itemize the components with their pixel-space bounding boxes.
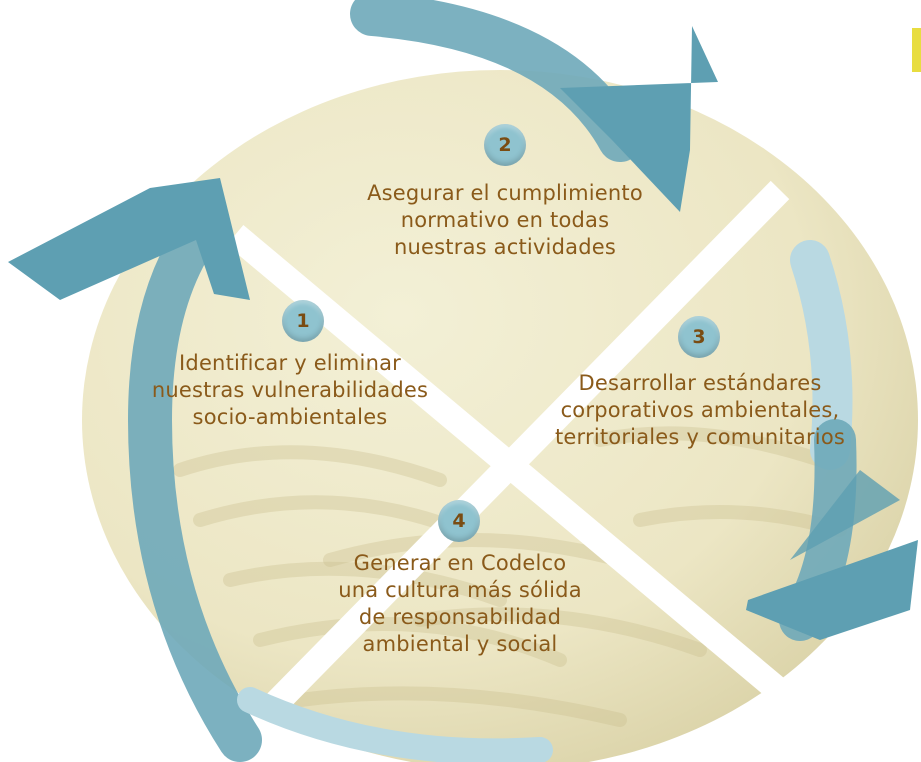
step-label-1: Identificar y eliminar nuestras vulnerab… xyxy=(120,350,460,431)
step-2-line-1: Asegurar el cumplimiento xyxy=(367,181,643,205)
step-label-4: Generar en Codelco una cultura más sólid… xyxy=(320,550,600,658)
arrow-left xyxy=(127,208,262,762)
step-4-line-3: de responsabilidad xyxy=(358,605,562,629)
step-label-3: Desarrollar estándares corporativos ambi… xyxy=(540,370,860,451)
step-2-line-2: normativo en todas xyxy=(400,208,610,232)
step-3-line-3: territoriales y comunitarios xyxy=(554,425,846,449)
arrow-left-light xyxy=(237,687,553,762)
cycle-arrows xyxy=(8,0,918,762)
step-4-line-2: una cultura más sólida xyxy=(338,578,582,602)
step-badge-1: 1 xyxy=(282,300,324,342)
step-number-2: 2 xyxy=(498,134,512,156)
step-3-line-2: corporativos ambientales, xyxy=(560,398,840,422)
step-2-line-3: nuestras actividades xyxy=(394,235,616,259)
step-badge-4: 4 xyxy=(438,500,480,542)
step-number-4: 4 xyxy=(452,510,466,532)
disc xyxy=(82,70,918,762)
step-1-line-3: socio-ambientales xyxy=(192,405,388,429)
step-label-2: Asegurar el cumplimiento normativo en to… xyxy=(340,180,670,261)
segment-separators xyxy=(226,180,799,750)
step-4-line-4: ambiental y social xyxy=(362,632,558,656)
step-1-line-2: nuestras vulnerabilidades xyxy=(151,378,429,402)
step-number-1: 1 xyxy=(296,310,310,332)
step-number-3: 3 xyxy=(692,326,706,348)
arrow-left-head xyxy=(8,178,250,300)
step-1-line-1: Identificar y eliminar xyxy=(179,351,401,375)
step-4-line-1: Generar en Codelco xyxy=(353,551,567,575)
step-badge-3: 3 xyxy=(678,316,720,358)
step-badge-2: 2 xyxy=(484,124,526,166)
arrow-top-head xyxy=(560,26,718,212)
step-3-line-1: Desarrollar estándares xyxy=(578,371,822,395)
corner-accent xyxy=(912,28,921,72)
arrow-right-head xyxy=(746,540,918,640)
